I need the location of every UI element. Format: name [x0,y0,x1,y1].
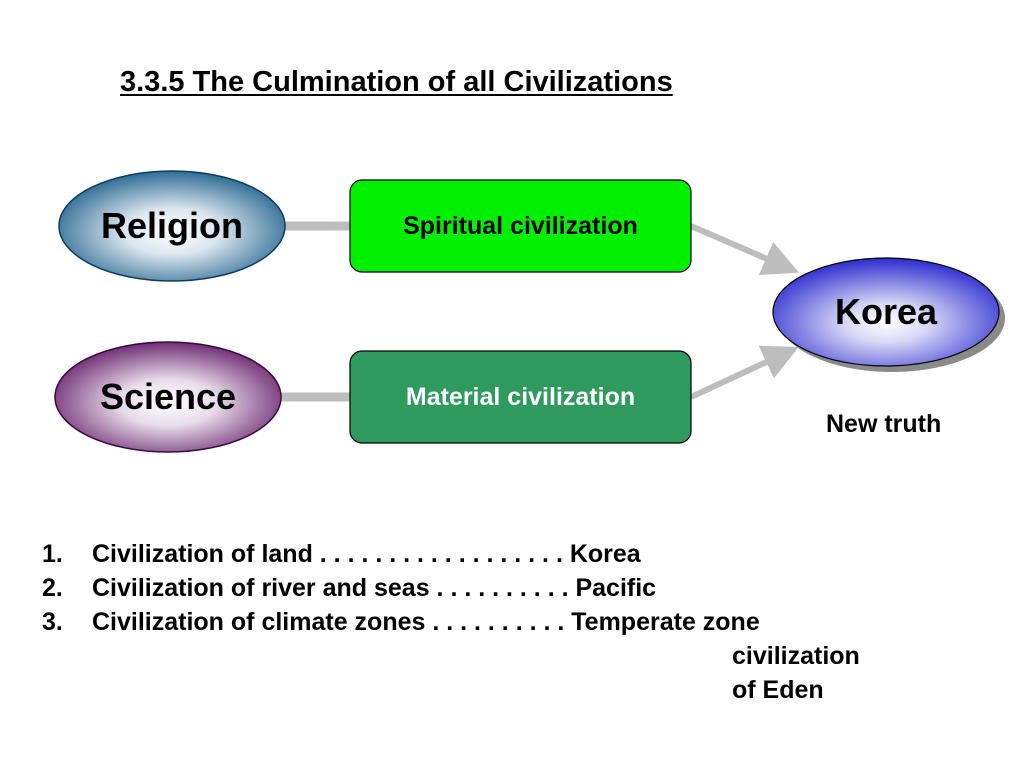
arrow-material-korea [689,345,799,400]
new-truth-caption: New truth [826,410,942,438]
list-item-number: 1. [42,540,63,568]
page-title: 3.3.5 The Culmination of all Civilizatio… [120,66,673,98]
list-item: 1. Civilization of land . . . . . . . . … [42,537,860,571]
korea-node [772,257,1000,367]
religion-node [58,170,286,282]
list-item: 2. Civilization of river and seas . . . … [42,571,860,605]
science-label: Science [99,376,237,417]
list-item-continuation: of Eden [732,676,824,704]
list-item-number: 2. [42,574,63,602]
civilization-list: 1. Civilization of land . . . . . . . . … [42,537,860,707]
list-item-text: Civilization of land . . . . . . . . . .… [92,540,641,568]
list-item-text: Civilization of climate zones . . . . . … [92,608,760,636]
arrow-spiritual-korea [689,223,800,275]
material-civilization-box [349,350,692,444]
list-item-text: Civilization of river and seas . . . . .… [92,574,657,602]
spiritual-civilization-label: Spiritual civilization [403,211,638,240]
spiritual-civilization-box [349,179,692,273]
religion-label: Religion [101,205,243,246]
korea-label: Korea [834,291,938,332]
science-node [54,341,282,453]
list-item-number: 3. [42,608,63,636]
material-civilization-label: Material civilization [405,382,636,411]
list-item: 3. Civilization of climate zones . . . .… [42,605,860,639]
list-item-continuation: civilization [732,642,860,670]
